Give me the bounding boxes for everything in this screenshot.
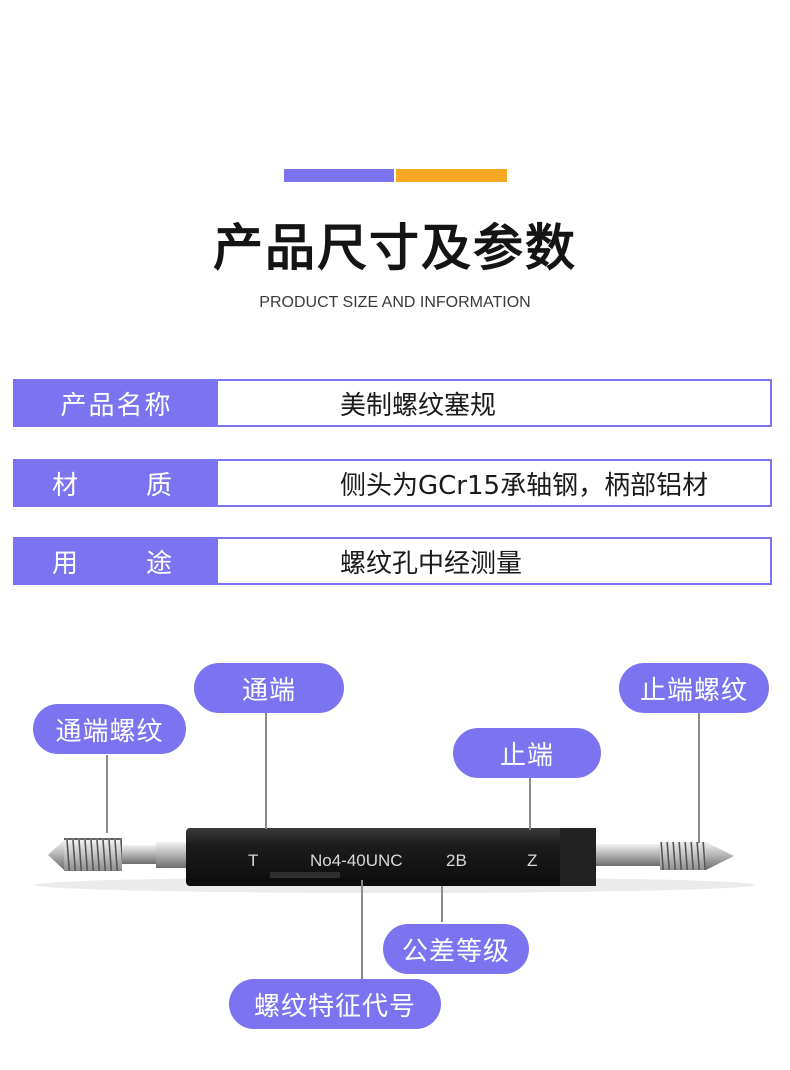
accent-bar-orange bbox=[396, 169, 507, 182]
callout-thread-code: 螺纹特征代号 bbox=[229, 979, 441, 1029]
info-label: 材 质 bbox=[15, 461, 218, 505]
gauge-handle bbox=[186, 828, 596, 886]
nogo-thread bbox=[660, 842, 706, 870]
nogo-thread-tip bbox=[706, 842, 734, 870]
thread-spec-text: No4-40UNC bbox=[310, 851, 403, 870]
leader-nogo-end bbox=[529, 778, 531, 830]
info-value: 侧头为GCr15承轴钢，柄部铝材 bbox=[340, 470, 709, 501]
page-title: 产品尺寸及参数 bbox=[213, 219, 577, 277]
info-label: 用 途 bbox=[15, 539, 218, 583]
callout-nogo-end: 止端 bbox=[453, 728, 601, 778]
tolerance-class-text: 2B bbox=[446, 851, 467, 870]
info-row-product-name: 产品名称 美制螺纹塞规 bbox=[13, 379, 772, 427]
thread-plug-gauge-illustration: T No4-40UNC 2B Z bbox=[35, 828, 755, 893]
callout-tolerance: 公差等级 bbox=[383, 924, 529, 974]
nogo-mark-text: Z bbox=[527, 851, 537, 870]
handle-end-ring bbox=[560, 828, 596, 886]
nogo-neck bbox=[596, 844, 660, 866]
leader-nogo-thread bbox=[698, 713, 700, 843]
page-subtitle: PRODUCT SIZE AND INFORMATION bbox=[259, 294, 531, 311]
go-thread bbox=[64, 838, 122, 871]
handle-groove bbox=[270, 872, 340, 878]
go-mark-text: T bbox=[248, 851, 258, 870]
leader-tolerance bbox=[441, 886, 443, 922]
info-label-part: 途 bbox=[146, 548, 173, 579]
info-label-part: 材 bbox=[52, 470, 79, 501]
leader-thread-code bbox=[361, 880, 363, 980]
go-collar bbox=[156, 842, 186, 868]
leader-go-thread bbox=[106, 755, 108, 833]
go-thread-tip bbox=[48, 840, 64, 870]
callout-go-thread: 通端螺纹 bbox=[33, 704, 186, 754]
accent-bar-purple bbox=[284, 169, 394, 182]
leader-go-end bbox=[265, 713, 267, 829]
info-row-usage: 用 途 螺纹孔中经测量 bbox=[13, 537, 772, 585]
info-value: 美制螺纹塞规 bbox=[340, 390, 497, 421]
go-neck bbox=[122, 845, 156, 864]
info-label: 产品名称 bbox=[15, 381, 218, 425]
callout-nogo-thread: 止端螺纹 bbox=[619, 663, 769, 713]
info-label-part: 质 bbox=[146, 470, 173, 501]
callout-go-end: 通端 bbox=[194, 663, 344, 713]
info-value: 螺纹孔中经测量 bbox=[340, 548, 523, 579]
info-row-material: 材 质 侧头为GCr15承轴钢，柄部铝材 bbox=[13, 459, 772, 507]
info-label-part: 用 bbox=[52, 548, 79, 579]
